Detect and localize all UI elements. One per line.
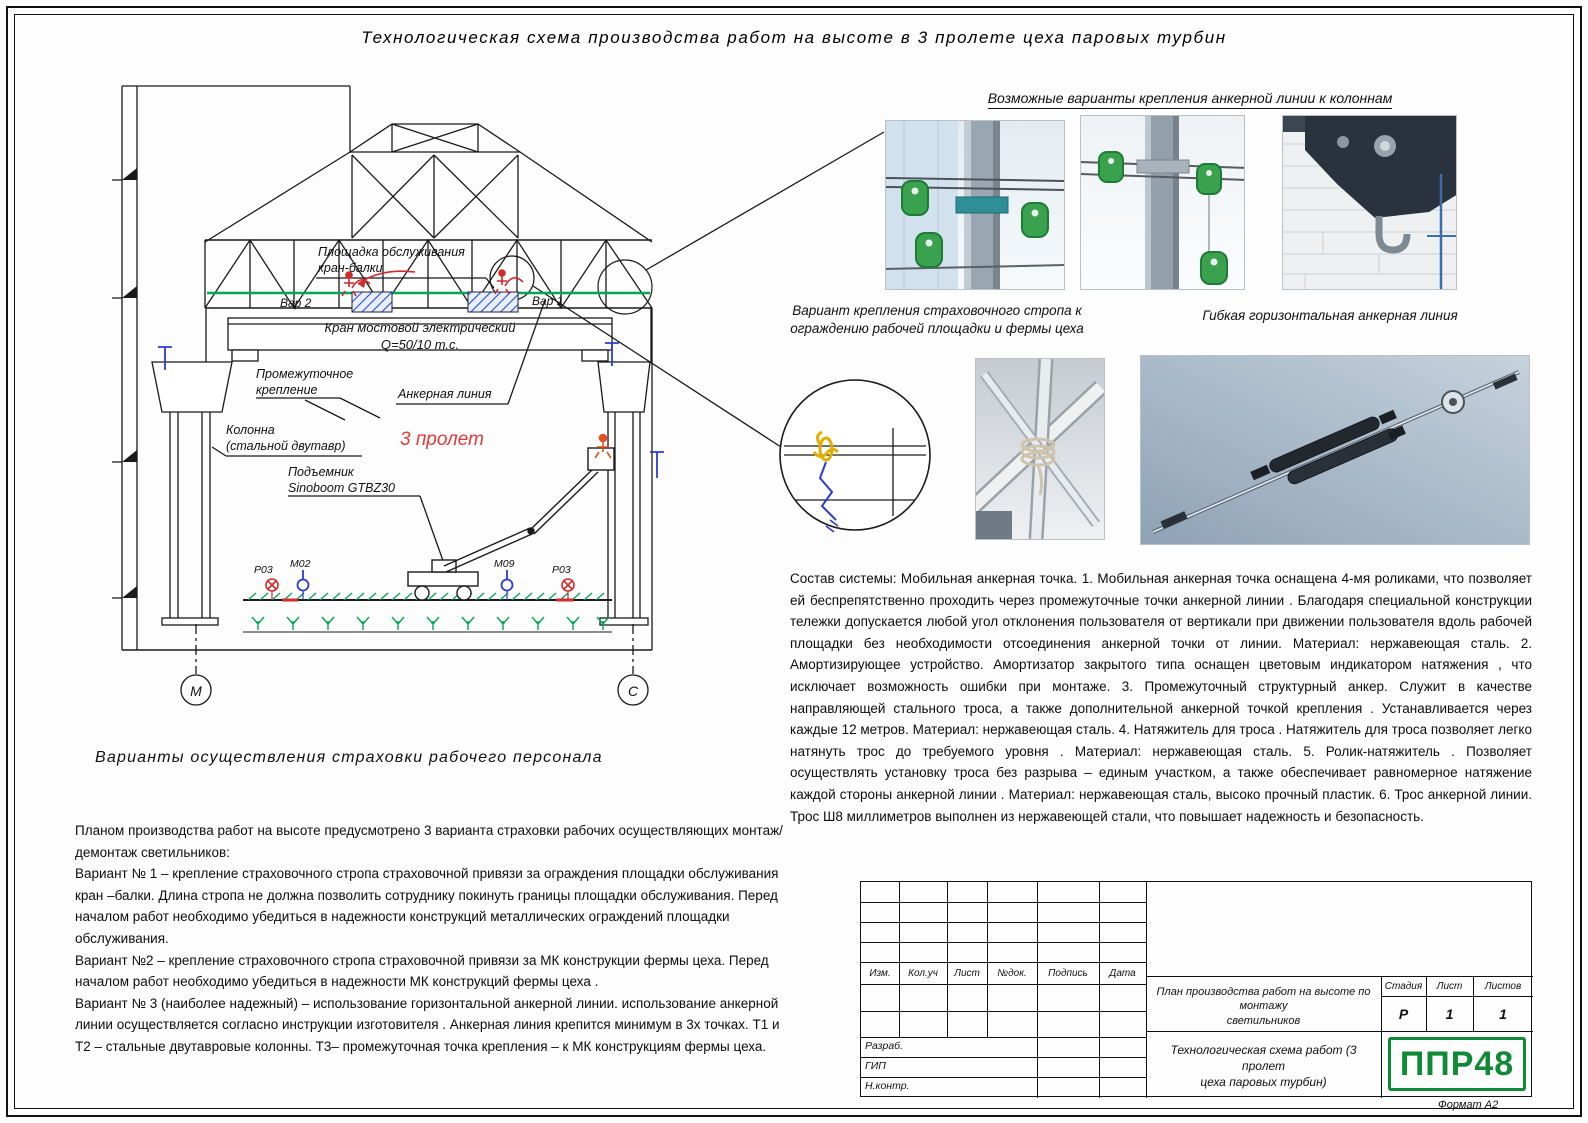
titleblock-grid-line	[1099, 882, 1101, 1098]
titleblock-grid-line	[861, 1077, 1146, 1079]
titleblock-grid-line	[1381, 976, 1383, 1098]
titleblock-grid-line	[1426, 976, 1428, 1031]
titleblock-grid-line	[861, 1011, 1146, 1013]
system-description: Состав системы: Мобильная анкерная точка…	[790, 571, 1532, 824]
titleblock-grid-line	[861, 984, 1146, 986]
titleblock-grid-line	[1146, 976, 1533, 978]
photo-beam-clamp-anchor	[1282, 115, 1457, 290]
label-lift-sinoboom: Подъемник Sinoboom GTBZ30	[288, 465, 395, 495]
titleblock-grid-line	[861, 1037, 1146, 1039]
titleblock-grid-line	[1146, 1031, 1533, 1033]
titleblock-col-koluch: Кол.уч	[908, 968, 938, 979]
titleblock-col-data: Дата	[1109, 968, 1136, 979]
label-m09: М09	[494, 558, 515, 570]
photo-beam-clamp-anchor-image	[1283, 116, 1456, 289]
sheet-title: Технологическая схема производства работ…	[361, 28, 1227, 47]
safety-variants-heading: Варианты осуществления страховки рабочег…	[95, 749, 603, 766]
photo-flexible-anchor-line-hardware	[1140, 355, 1530, 545]
titleblock-grid-line	[1146, 882, 1148, 1098]
label-bridge-crane: Кран мостовой электрический Q=50/10 т.с.	[324, 320, 516, 352]
label-intermediate-fixing: Промежуточное крепление	[256, 367, 354, 397]
variants-header-wrap: Возможные варианты крепления анкерной ли…	[930, 90, 1450, 109]
titleblock-grid-line	[861, 1057, 1146, 1059]
photo-column-anchor-variant-2-image	[1081, 116, 1244, 289]
axis-bubble-m: М	[190, 683, 202, 699]
label-service-platform: Площадка обслуживания кран-балки	[318, 245, 465, 275]
label-var2: Вар 2	[280, 296, 312, 310]
logo-ppr48: ППР48	[1388, 1037, 1526, 1091]
label-span-3: 3 пролет	[400, 429, 484, 450]
titleblock-sheets-value: 1	[1499, 1006, 1507, 1022]
titleblock-grid-line	[899, 882, 901, 1037]
titleblock-col-list: Лист	[954, 968, 980, 979]
titleblock-role-gip: ГИП	[865, 1060, 886, 1072]
caption-flexible-anchor-line: Гибкая горизонтальная анкерная линия	[1202, 308, 1458, 323]
titleblock-grid-line	[947, 882, 949, 1037]
titleblock-grid-line	[987, 882, 989, 1037]
variants-header: Возможные варианты крепления анкерной ли…	[987, 90, 1393, 109]
caption-strop-attachment: Вариант крепления страховочного стропа к…	[790, 303, 1084, 337]
titleblock-role-nkontr: Н.контр.	[865, 1080, 910, 1092]
titleblock-stage-label: Стадия	[1384, 981, 1423, 992]
titleblock-grid-line	[1473, 976, 1475, 1031]
axis-bubble-c: С	[627, 683, 639, 699]
title-block: Изм. Кол.уч Лист №док. Подпись Дата Разр…	[860, 881, 1533, 1098]
photo-column-anchor-variant-2	[1080, 115, 1245, 290]
label-p03-right: Р03	[552, 564, 571, 576]
titleblock-grid-line	[861, 942, 1146, 944]
titleblock-col-podpis: Подпись	[1048, 968, 1088, 979]
label-p03-left: Р03	[254, 564, 273, 576]
label-anchor-line: Анкерная линия	[398, 387, 492, 401]
titleblock-col-ndok: №док.	[997, 968, 1027, 979]
safety-variants-text: Планом производства работ на высоте пред…	[75, 823, 783, 1054]
label-steel-column: Колонна (стальной двутавр)	[226, 423, 346, 453]
photo-column-anchor-variant-1	[885, 120, 1065, 290]
titleblock-grid-line	[861, 902, 1146, 904]
titleblock-col-izm: Изм.	[869, 968, 891, 979]
logo-ppr48-text: ППР48	[1399, 1044, 1515, 1083]
titleblock-doc-title: Технологическая схема работ (3 пролет це…	[1170, 1043, 1357, 1090]
photo-flexible-anchor-line-hardware-image	[1141, 356, 1529, 544]
titleblock-sheet-label: Лист	[1436, 981, 1463, 992]
titleblock-grid-line	[1381, 996, 1533, 998]
titleblock-stage-value: Р	[1398, 1006, 1409, 1022]
titleblock-grid-line	[861, 962, 1146, 964]
label-m02: М02	[290, 558, 311, 570]
label-var1: Вар 1	[532, 294, 564, 308]
titleblock-grid-line	[861, 922, 1146, 924]
titleblock-grid-line	[1037, 882, 1039, 1098]
titleblock-sheet-value: 1	[1445, 1006, 1454, 1022]
photo-column-anchor-variant-1-image	[886, 121, 1064, 289]
titleblock-project-title: План производства работ на высоте по мон…	[1156, 986, 1371, 1027]
titleblock-sheets-label: Листов	[1484, 981, 1522, 992]
format-note: Формат А2	[1438, 1099, 1499, 1111]
titleblock-role-razrab: Разраб.	[865, 1040, 903, 1052]
photo-truss-strop-attachment	[975, 358, 1105, 540]
photo-truss-strop-attachment-image	[976, 359, 1104, 539]
